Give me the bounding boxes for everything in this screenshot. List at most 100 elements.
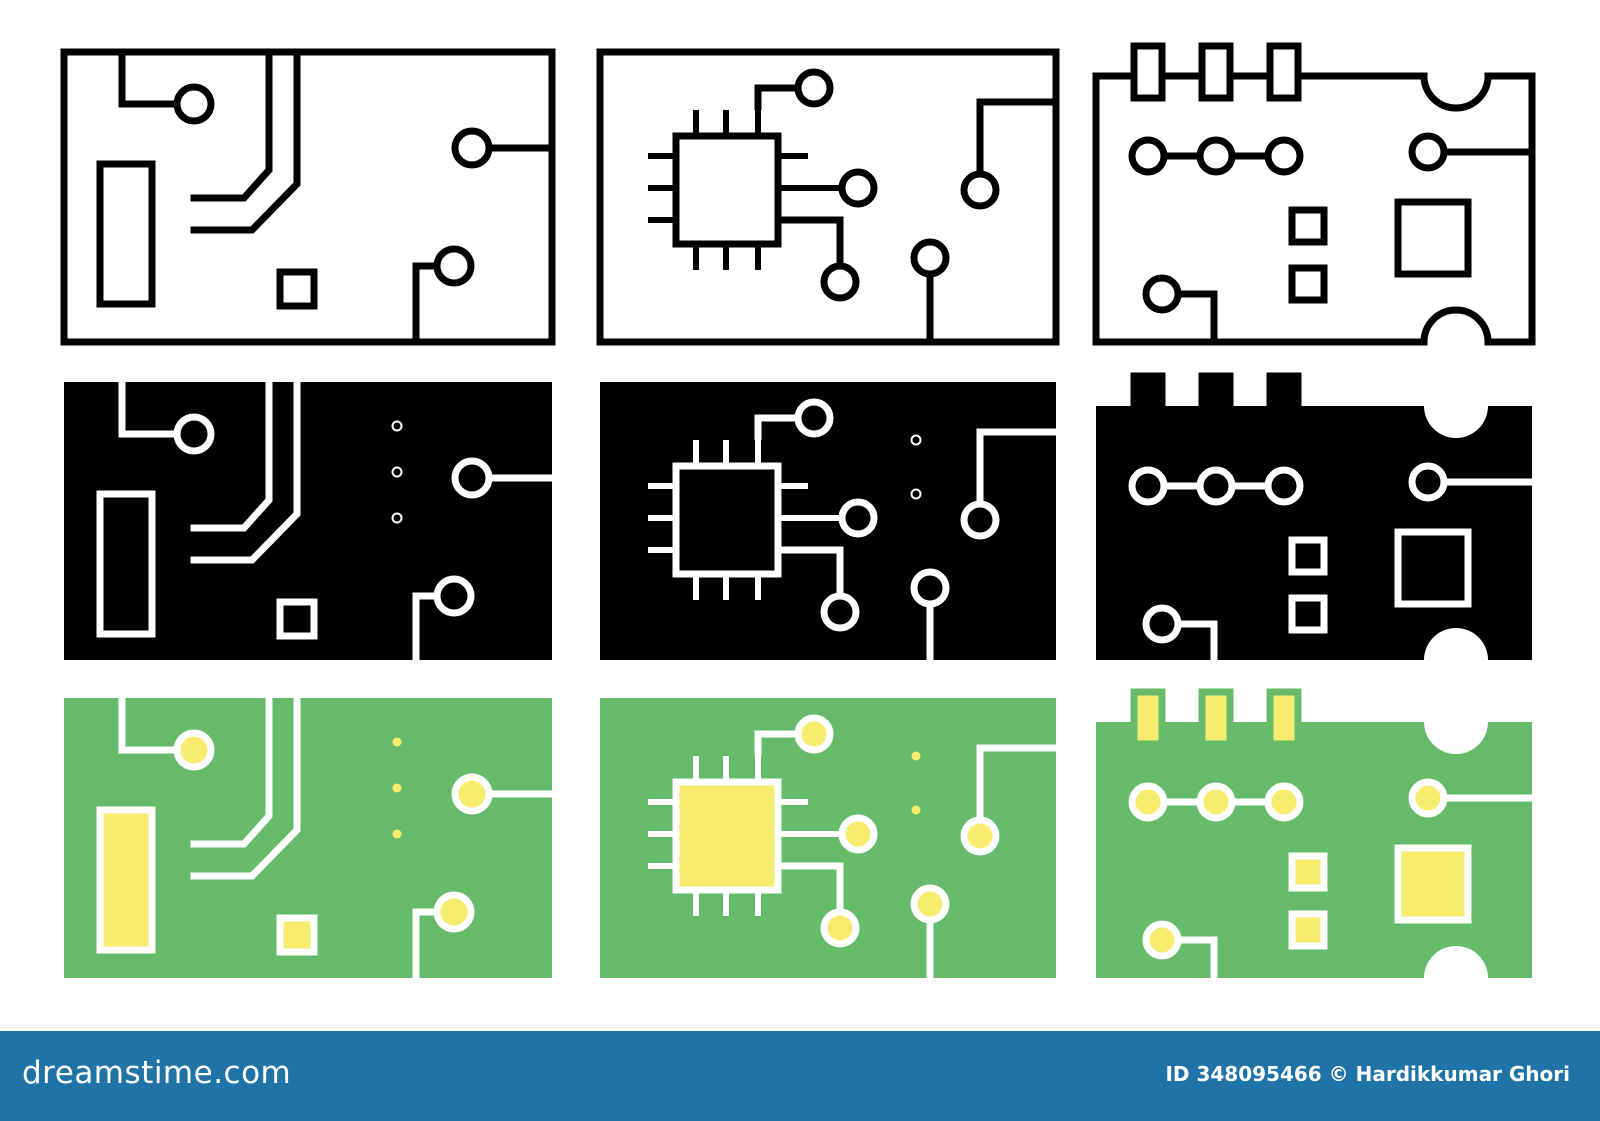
pad <box>838 814 878 854</box>
pad <box>960 170 1000 210</box>
trace <box>778 862 844 912</box>
trace <box>190 694 273 848</box>
pad <box>910 884 950 924</box>
image-credit: ID 348095466 © Hardikkumar Ghori <box>1165 1062 1570 1086</box>
pad <box>820 592 860 632</box>
via <box>911 751 921 761</box>
connector-circuit-board-icon-glyph <box>1096 372 1532 672</box>
trace <box>976 744 1056 818</box>
trace <box>118 694 178 754</box>
pad <box>433 891 475 933</box>
trace <box>754 414 796 440</box>
component <box>1288 536 1328 576</box>
trace <box>976 428 1056 502</box>
trace <box>412 592 438 676</box>
trace <box>190 694 301 880</box>
pad <box>910 238 950 278</box>
pad <box>794 398 834 438</box>
via <box>392 737 402 747</box>
connector-pin <box>1266 372 1302 432</box>
pad <box>451 457 493 499</box>
component <box>96 160 156 308</box>
connector-pin <box>1198 372 1234 432</box>
pad <box>794 68 834 108</box>
via <box>392 91 402 101</box>
pad <box>451 773 493 815</box>
pad <box>960 500 1000 540</box>
connector-pin <box>1198 688 1234 748</box>
circuit-board-icon-grid <box>60 42 1536 992</box>
connector-pin <box>1198 42 1234 102</box>
trace <box>1178 620 1218 672</box>
pad <box>960 816 1000 856</box>
trace <box>778 546 844 596</box>
pad <box>820 262 860 302</box>
pad <box>1142 604 1182 644</box>
pad <box>1128 136 1168 176</box>
pad <box>1264 782 1304 822</box>
pad <box>794 714 834 754</box>
trace <box>118 378 178 438</box>
via <box>392 783 402 793</box>
via <box>911 805 921 815</box>
pad <box>1264 466 1304 506</box>
via <box>391 466 403 478</box>
pad <box>1408 132 1448 172</box>
trace <box>754 730 796 756</box>
component <box>1394 528 1472 608</box>
chip-circuit-board-icon-outline <box>596 48 1060 346</box>
trace <box>190 48 301 234</box>
connector-pin <box>1266 688 1302 748</box>
trace <box>1178 290 1218 342</box>
via <box>911 105 921 115</box>
component <box>1288 910 1328 950</box>
trace <box>1178 936 1218 988</box>
component <box>1288 206 1328 246</box>
pad <box>451 127 493 169</box>
trace <box>190 48 273 202</box>
pad <box>1196 466 1236 506</box>
circuit-board-icon-colored <box>64 694 552 992</box>
component <box>1288 594 1328 634</box>
circuit-board-icon-outline <box>60 48 556 346</box>
pad <box>1128 466 1168 506</box>
footer-bar: dreamstime.com ID 348095466 © Hardikkuma… <box>0 1031 1600 1121</box>
pad <box>1264 136 1304 176</box>
pad <box>1408 778 1448 818</box>
component <box>276 598 318 640</box>
pad <box>838 498 878 538</box>
chip-circuit-board-icon-colored <box>600 698 1056 988</box>
trace <box>412 262 438 346</box>
connector-pin <box>1266 42 1302 102</box>
via <box>391 420 403 432</box>
connector-circuit-board-icon-colored <box>1096 688 1532 988</box>
via <box>910 434 922 446</box>
pad <box>1196 136 1236 176</box>
component <box>1288 264 1328 304</box>
pad <box>173 729 215 771</box>
pad <box>173 83 215 125</box>
pad <box>1128 782 1168 822</box>
component <box>96 806 156 954</box>
microchip <box>672 462 782 578</box>
via <box>392 137 402 147</box>
component <box>1394 844 1472 924</box>
pad <box>1142 274 1182 314</box>
circuit-board-icon-glyph <box>64 378 552 676</box>
microchip <box>672 778 782 894</box>
via <box>911 159 921 169</box>
pad <box>433 575 475 617</box>
via <box>392 183 402 193</box>
component <box>1394 198 1472 278</box>
trace <box>118 48 178 108</box>
pad <box>910 568 950 608</box>
pad <box>433 245 475 287</box>
microchip <box>672 132 782 248</box>
chip-circuit-board-icon-glyph <box>600 382 1056 672</box>
via <box>391 512 403 524</box>
connector-pin <box>1130 688 1166 748</box>
pad <box>820 908 860 948</box>
component <box>276 268 318 310</box>
trace <box>976 98 1056 172</box>
pad <box>173 413 215 455</box>
